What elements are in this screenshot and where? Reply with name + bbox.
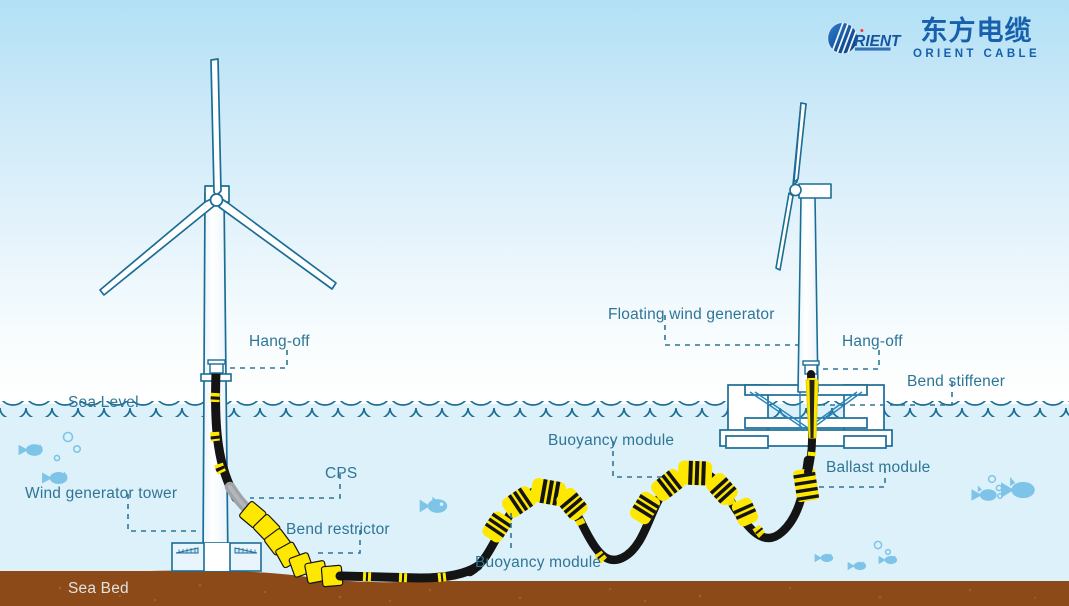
logo-name-en: ORIENT CABLE xyxy=(913,48,1041,60)
label-cps: CPS xyxy=(325,465,358,482)
floating-wind-turbine xyxy=(775,102,832,393)
label-sea-bed: Sea Bed xyxy=(68,580,129,597)
label-ballast-module: Ballast module xyxy=(826,459,931,476)
hang-off-left xyxy=(207,359,226,374)
logo-name-cn: 东方电缆 xyxy=(920,16,1033,46)
semi-submersible-platform xyxy=(719,384,893,449)
buoyancy-modules xyxy=(482,460,759,543)
bend-restrictor xyxy=(239,500,344,588)
ballast-module xyxy=(793,467,820,503)
label-bend-stiffener: Bend stiffener xyxy=(907,373,1006,390)
bend-stiffener xyxy=(805,379,819,439)
label-bend-restrictor: Bend restrictor xyxy=(286,521,390,538)
orient-cable-globe-icon: RIENT xyxy=(827,22,902,55)
logo-wordmark: RIENT xyxy=(854,33,902,50)
label-floating-wind-generator: Floating wind generator xyxy=(608,306,775,323)
label-buoyancy-module-upper: Buoyancy module xyxy=(548,432,675,449)
monopile-foundation xyxy=(171,542,262,572)
brand-logo: RIENT 东方电缆 ORIENT CABLE xyxy=(826,18,1040,61)
fish-decorations xyxy=(18,431,1035,571)
label-sea-level: Sea Level xyxy=(68,394,139,411)
label-hang-off-left: Hang-off xyxy=(249,333,310,350)
leader-lines xyxy=(127,315,953,554)
hang-off-right xyxy=(802,360,820,375)
label-wind-generator-tower: Wind generator tower xyxy=(25,485,178,502)
label-hang-off-right: Hang-off xyxy=(842,333,903,350)
label-buoyancy-module-lower: Buoyancy module xyxy=(475,554,602,571)
